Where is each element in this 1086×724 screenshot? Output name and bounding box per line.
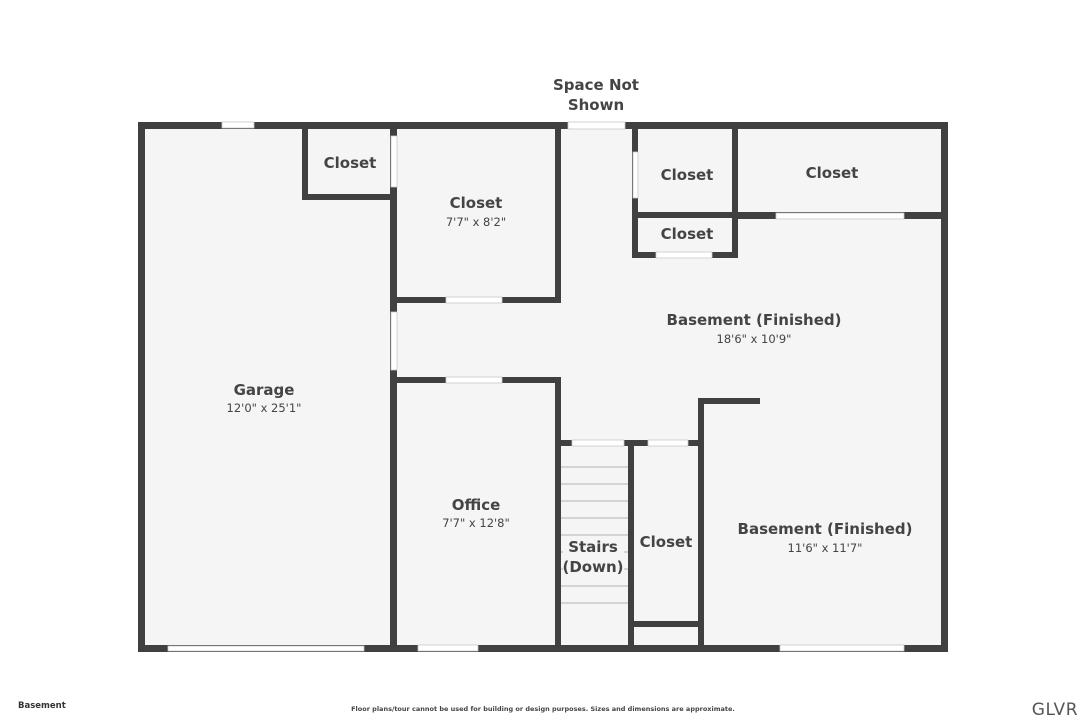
office-dim: 7'7" x 12'8" xyxy=(442,516,510,530)
door-mid-closet xyxy=(445,296,503,304)
door-closet-b xyxy=(775,212,905,220)
openings xyxy=(167,121,905,652)
stairs-line1: Stairs xyxy=(568,538,618,556)
floor-label: Basement xyxy=(18,701,66,711)
disclaimer-text: Floor plans/tour cannot be used for buil… xyxy=(351,705,735,713)
office-name: Office xyxy=(452,496,501,514)
garage-name: Garage xyxy=(234,381,295,399)
window-basement-2 xyxy=(779,644,905,652)
door-closet-d xyxy=(647,439,689,447)
closet-b-name: Closet xyxy=(806,164,859,182)
stairs-label-bg xyxy=(563,536,624,578)
window-garage-top xyxy=(221,121,255,129)
basement-main-dim: 18'6" x 10'9" xyxy=(717,332,792,346)
space-not-shown-line1: Space Not xyxy=(553,76,639,94)
basement-2-name: Basement (Finished) xyxy=(738,520,913,538)
closet-mid-name: Closet xyxy=(450,194,503,212)
closet-small-name: Closet xyxy=(324,154,377,172)
opening-space-not-shown xyxy=(567,121,626,130)
stairs-line2: (Down) xyxy=(562,558,623,576)
brand-logo: GLVR xyxy=(1031,700,1078,720)
closet-c-name: Closet xyxy=(661,225,714,243)
window-office xyxy=(417,644,479,652)
door-small-closet xyxy=(390,135,398,188)
space-not-shown-line2: Shown xyxy=(568,96,624,114)
basement-main-name: Basement (Finished) xyxy=(667,311,842,329)
garage-door xyxy=(167,645,365,652)
closet-mid-dim: 7'7" x 8'2" xyxy=(446,215,506,229)
closet-d-name: Closet xyxy=(640,533,693,551)
opening-stairs-top xyxy=(571,439,625,447)
door-office xyxy=(445,376,503,384)
door-closet-c xyxy=(655,251,713,259)
door-garage-basement xyxy=(390,311,398,371)
door-closet-a xyxy=(632,151,639,199)
basement-2-dim: 11'6" x 11'7" xyxy=(788,541,863,555)
garage-dim: 12'0" x 25'1" xyxy=(227,401,302,415)
closet-a-name: Closet xyxy=(661,166,714,184)
